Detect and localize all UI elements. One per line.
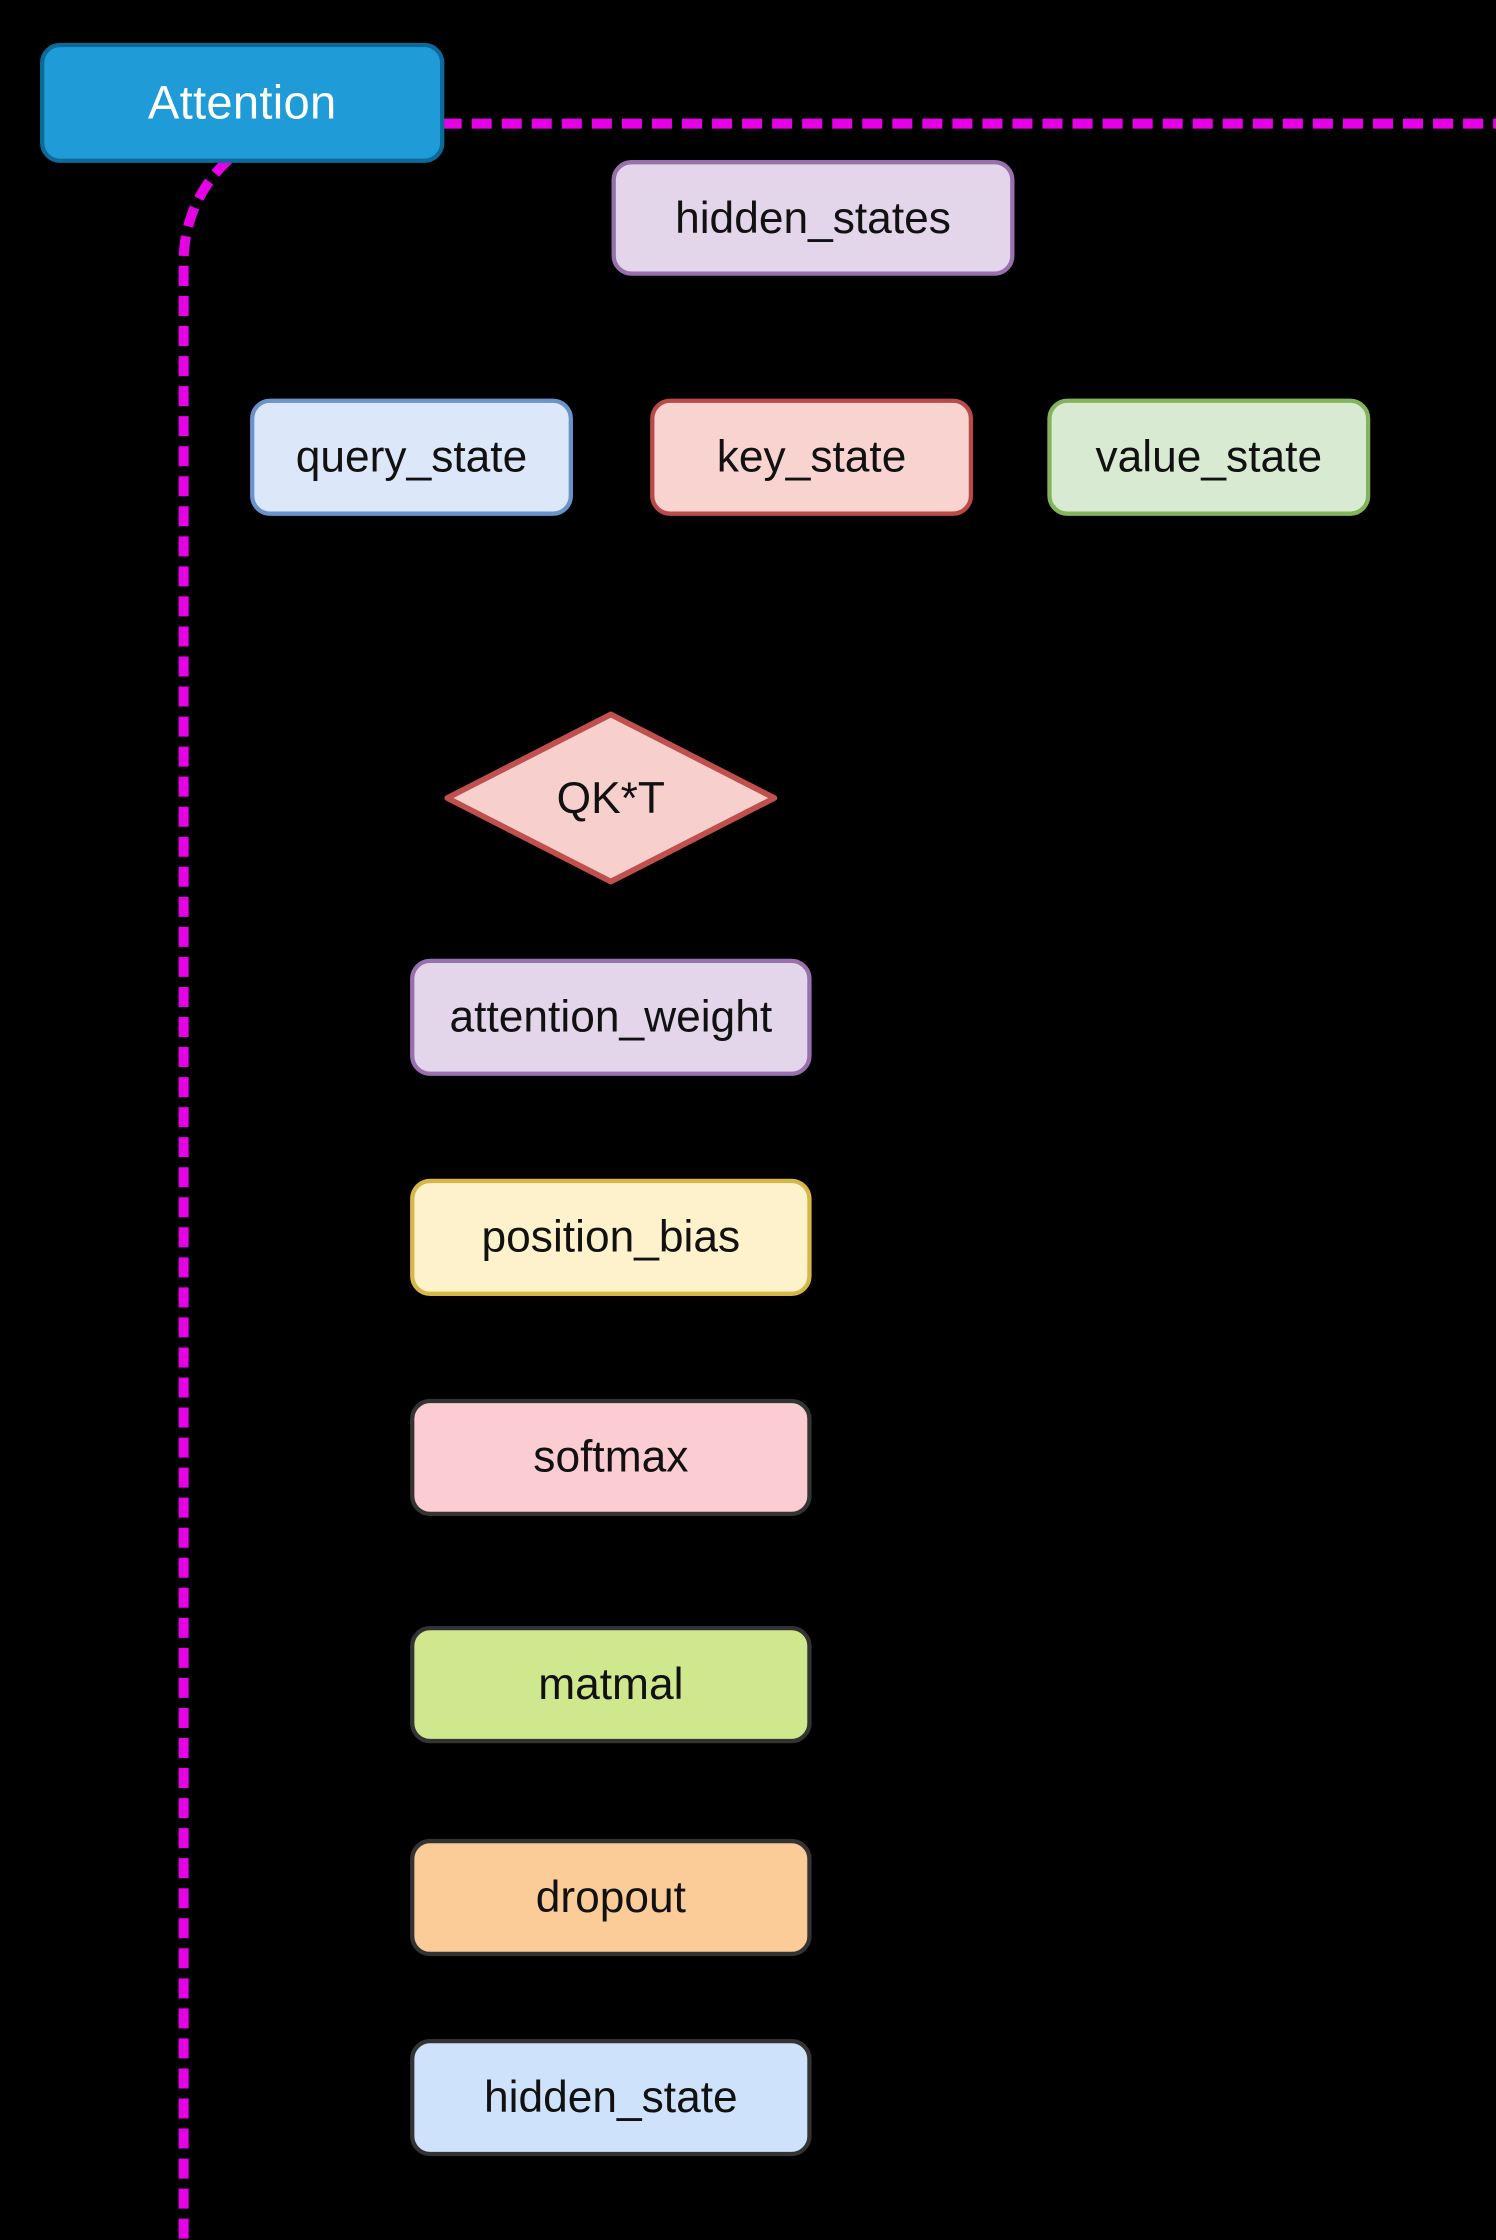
node-matmal[interactable]: matmal [410, 1626, 812, 1744]
node-hidden-states[interactable]: hidden_states [611, 160, 1015, 276]
node-query-state[interactable]: query_state [250, 398, 573, 516]
node-value-state[interactable]: value_state [1047, 398, 1371, 516]
node-key-state[interactable]: key_state [650, 398, 974, 516]
node-dropout[interactable]: dropout [410, 1838, 812, 1957]
node-value-state-label: value_state [1095, 431, 1323, 482]
node-hidden-state-label: hidden_state [483, 2071, 738, 2122]
node-qkt-label: QK*T [556, 772, 665, 823]
node-hidden-states-label: hidden_states [675, 192, 951, 243]
node-hidden-state[interactable]: hidden_state [410, 2038, 812, 2157]
node-attention-weight[interactable]: attention_weight [410, 958, 812, 1076]
node-softmax[interactable]: softmax [410, 1398, 812, 1517]
node-dropout-label: dropout [535, 1871, 686, 1922]
node-position-bias-label: position_bias [481, 1211, 741, 1262]
subgraph-boundary-attention [178, 118, 1496, 2240]
node-query-state-label: query_state [295, 431, 528, 482]
node-attention-weight-label: attention_weight [449, 991, 773, 1042]
node-position-bias[interactable]: position_bias [410, 1178, 812, 1296]
node-matmal-label: matmal [538, 1658, 684, 1709]
subgraph-title-label: Attention [147, 75, 337, 129]
diamond-shape [444, 711, 778, 885]
node-qkt[interactable]: QK*T [443, 710, 779, 886]
node-softmax-label: softmax [533, 1431, 689, 1482]
subgraph-title-attention[interactable]: Attention [40, 42, 445, 163]
node-key-state-label: key_state [716, 431, 907, 482]
